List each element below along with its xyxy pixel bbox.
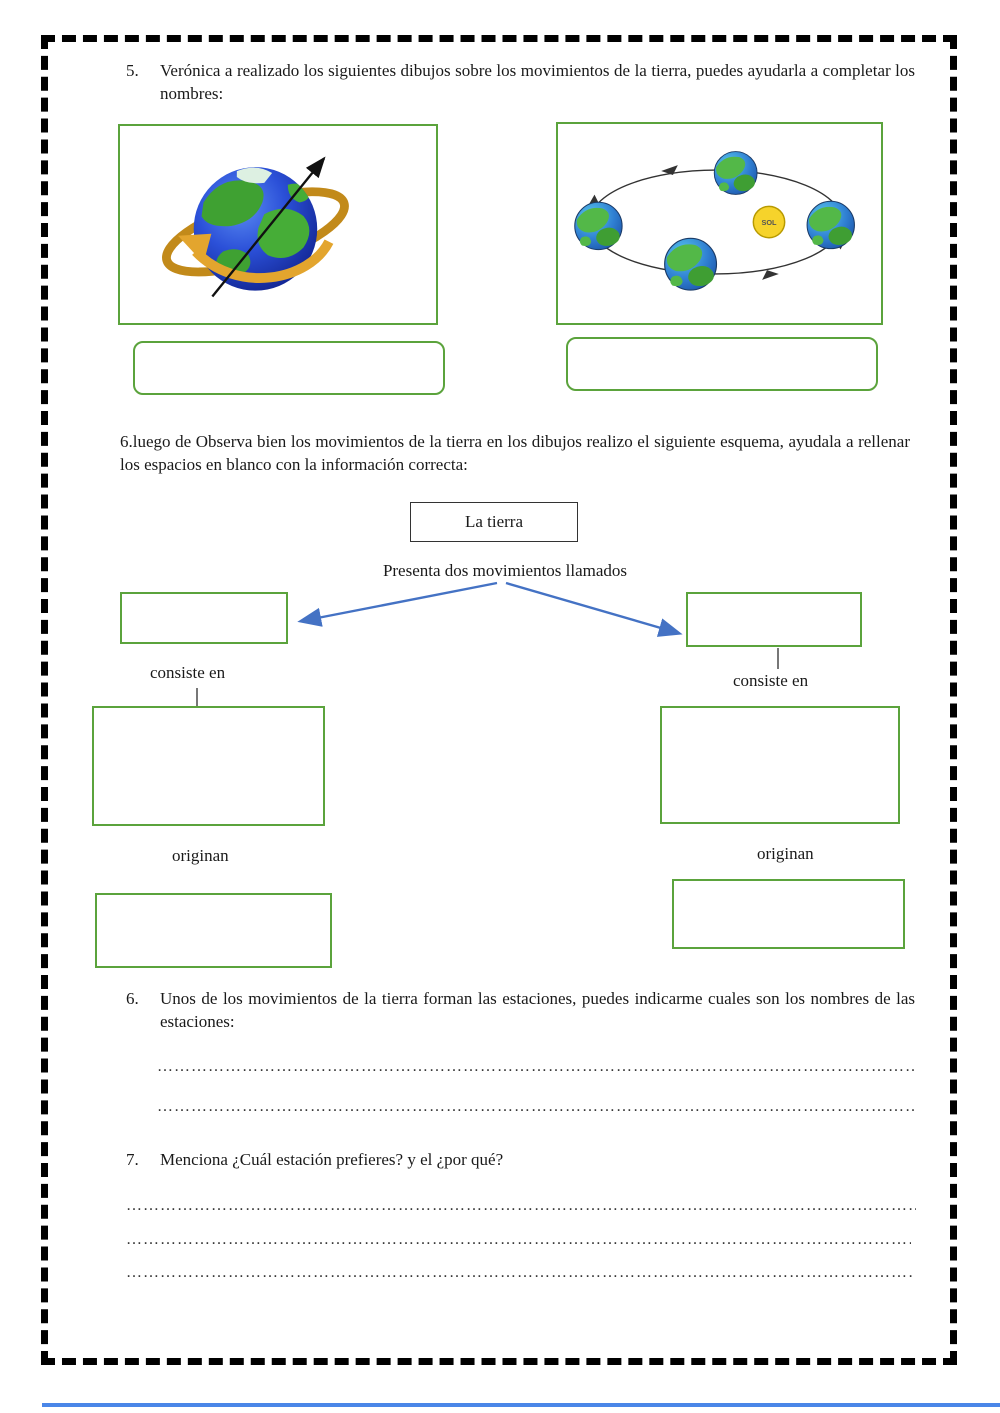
la-tierra-box: La tierra bbox=[410, 502, 578, 542]
earth-continents bbox=[201, 167, 310, 277]
answer-line[interactable]: …………………………………………………………………………………………………………… bbox=[126, 1264, 914, 1281]
movement-name-box-right[interactable] bbox=[686, 592, 862, 647]
originan-left: originan bbox=[172, 846, 229, 865]
question-6-estaciones: 6. Unos de los movimientos de la tierra … bbox=[126, 987, 918, 1033]
rotation-answer-box[interactable] bbox=[133, 341, 445, 395]
connector-line bbox=[196, 688, 198, 706]
earth-icon bbox=[713, 151, 758, 195]
description-box-left[interactable] bbox=[92, 706, 325, 826]
translation-answer-box[interactable] bbox=[566, 337, 878, 391]
earth-icon bbox=[574, 201, 623, 251]
orbit-arrowhead bbox=[762, 270, 779, 280]
result-box-left[interactable] bbox=[95, 893, 332, 968]
bottom-blue-line bbox=[42, 1403, 1000, 1407]
question-6-intro: 6.luego de Observa bien los movimientos … bbox=[120, 432, 910, 474]
answer-line[interactable]: …………………………………………………………………………………………………………… bbox=[157, 1058, 915, 1075]
question-5-text: Verónica a realizado los siguientes dibu… bbox=[160, 61, 915, 103]
earth-axis-arrow bbox=[211, 156, 326, 298]
question-7-text: Menciona ¿Cuál estación prefieres? y el … bbox=[160, 1150, 504, 1169]
translation-image-frame: SOL bbox=[556, 122, 883, 325]
earth-icon bbox=[664, 237, 718, 291]
answer-line[interactable]: …………………………………………………………………………………………………………… bbox=[126, 1197, 916, 1214]
orbit-arrowhead bbox=[661, 165, 678, 175]
scheme-subtitle: Presenta dos movimientos llamados bbox=[382, 561, 628, 580]
connector-line bbox=[777, 648, 779, 669]
answer-line[interactable]: …………………………………………………………………………………………………………… bbox=[157, 1098, 915, 1115]
rotation-globe-illustration bbox=[162, 156, 349, 298]
rotation-ring-front bbox=[192, 239, 334, 283]
question-6-text: Unos de los movimientos de la tierra for… bbox=[160, 989, 915, 1031]
consiste-en-left: consiste en bbox=[150, 663, 226, 682]
consiste-en-right: consiste en bbox=[733, 671, 809, 690]
question-5-number: 5. bbox=[126, 61, 139, 80]
translation-orbit-illustration: SOL bbox=[574, 151, 855, 291]
sun-icon bbox=[752, 205, 786, 239]
result-box-right[interactable] bbox=[672, 879, 905, 949]
movement-name-box-left[interactable] bbox=[120, 592, 288, 644]
rotation-arrowhead bbox=[178, 233, 212, 264]
question-7-number: 7. bbox=[126, 1150, 139, 1169]
answer-line[interactable]: …………………………………………………………………………………………………………… bbox=[126, 1231, 911, 1248]
dashed-border bbox=[41, 35, 957, 1365]
description-box-right[interactable] bbox=[660, 706, 900, 824]
originan-right: originan bbox=[757, 844, 814, 863]
question-5: 5. Verónica a realizado los siguientes d… bbox=[126, 59, 918, 105]
question-7: 7. Menciona ¿Cuál estación prefieres? y … bbox=[126, 1148, 918, 1171]
earth-icon bbox=[806, 200, 855, 250]
question-6-number: 6. bbox=[126, 989, 139, 1008]
sun-label: SOL bbox=[761, 218, 777, 227]
rotation-image-frame bbox=[118, 124, 438, 325]
